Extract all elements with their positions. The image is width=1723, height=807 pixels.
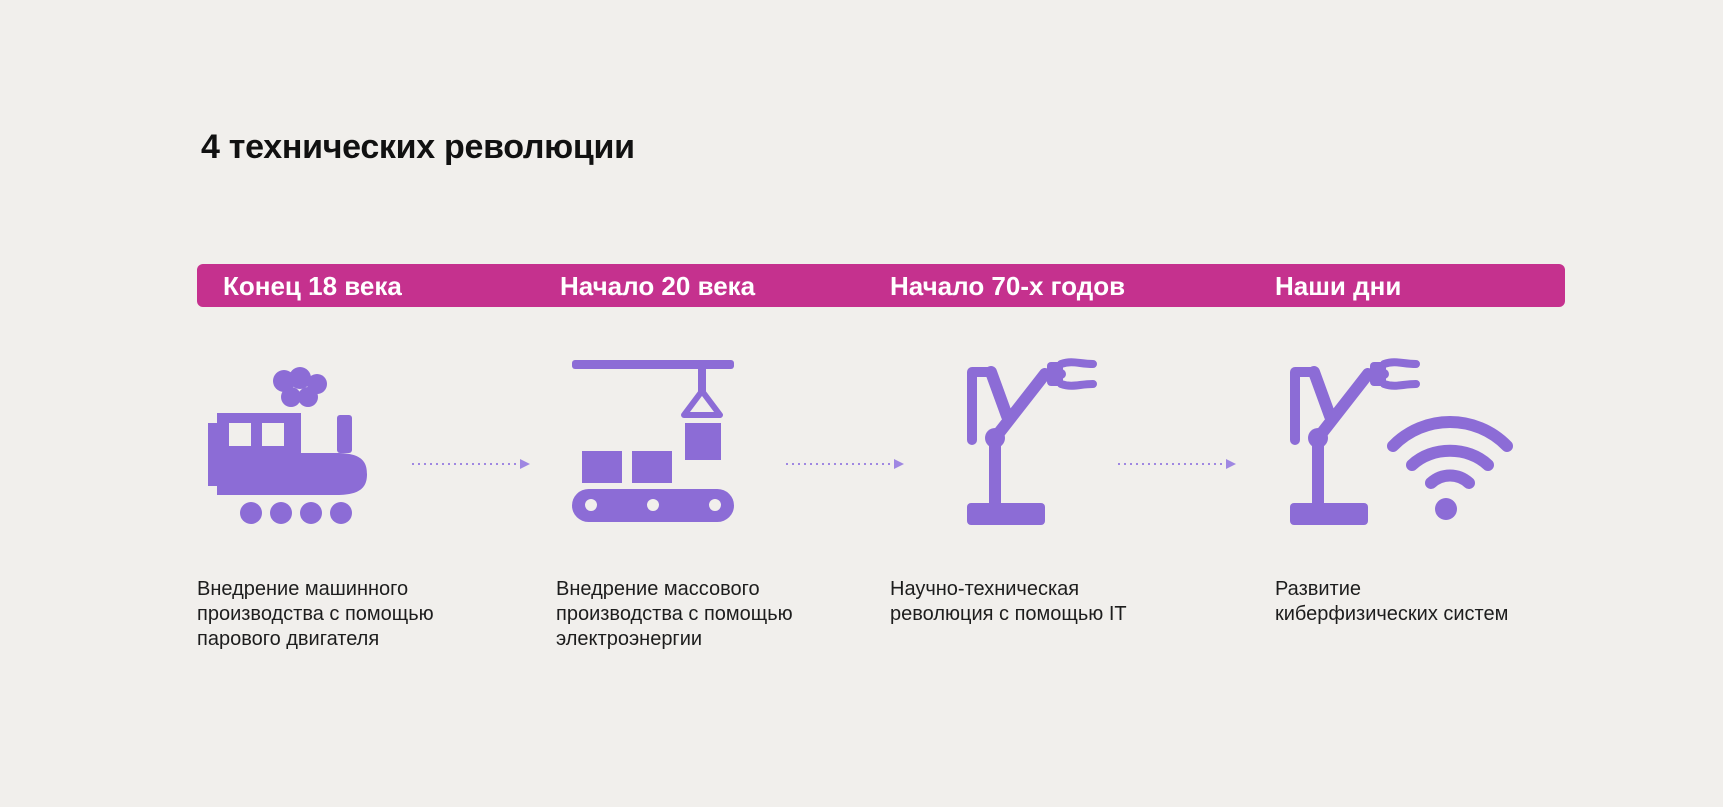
- stage-description-3: Научно-техническая революция с помощью I…: [890, 577, 1127, 627]
- description-line: парового двигателя: [197, 628, 380, 650]
- arrow-3-4-icon: [1118, 459, 1236, 469]
- robotic-arm-icon: [967, 358, 1097, 525]
- stage-description-1: Внедрение машинного производства с помощ…: [197, 577, 434, 652]
- era-label-4: Наши дни: [1275, 271, 1402, 301]
- steam-locomotive-icon: [208, 367, 367, 524]
- era-label-2: Начало 20 века: [560, 271, 756, 301]
- description-line: Научно-техническая: [890, 578, 1080, 600]
- description-line: Внедрение массового: [556, 578, 760, 600]
- arrow-2-3-icon: [786, 459, 904, 469]
- arrow-1-2-icon: [412, 459, 530, 469]
- description-line: электроэнергии: [556, 628, 703, 650]
- robotic-arm-wifi-icon: [1290, 358, 1513, 525]
- era-label-1: Конец 18 века: [223, 271, 402, 301]
- stage-description-2: Внедрение массового производства с помощ…: [556, 577, 793, 652]
- description-line: производства с помощью: [556, 603, 793, 625]
- era-label-3: Начало 70-х годов: [890, 271, 1126, 301]
- description-line: революция с помощью IT: [890, 603, 1127, 625]
- description-line: Развитие: [1275, 578, 1361, 600]
- description-line: производства с помощью: [197, 603, 434, 625]
- description-line: Внедрение машинного: [197, 578, 409, 600]
- description-line: киберфизических систем: [1275, 603, 1509, 625]
- timeline-band: [197, 264, 1565, 307]
- page-title: 4 технических революции: [201, 128, 635, 166]
- conveyor-crane-icon: [572, 360, 734, 522]
- stage-description-4: Развитие киберфизических систем: [1275, 577, 1508, 627]
